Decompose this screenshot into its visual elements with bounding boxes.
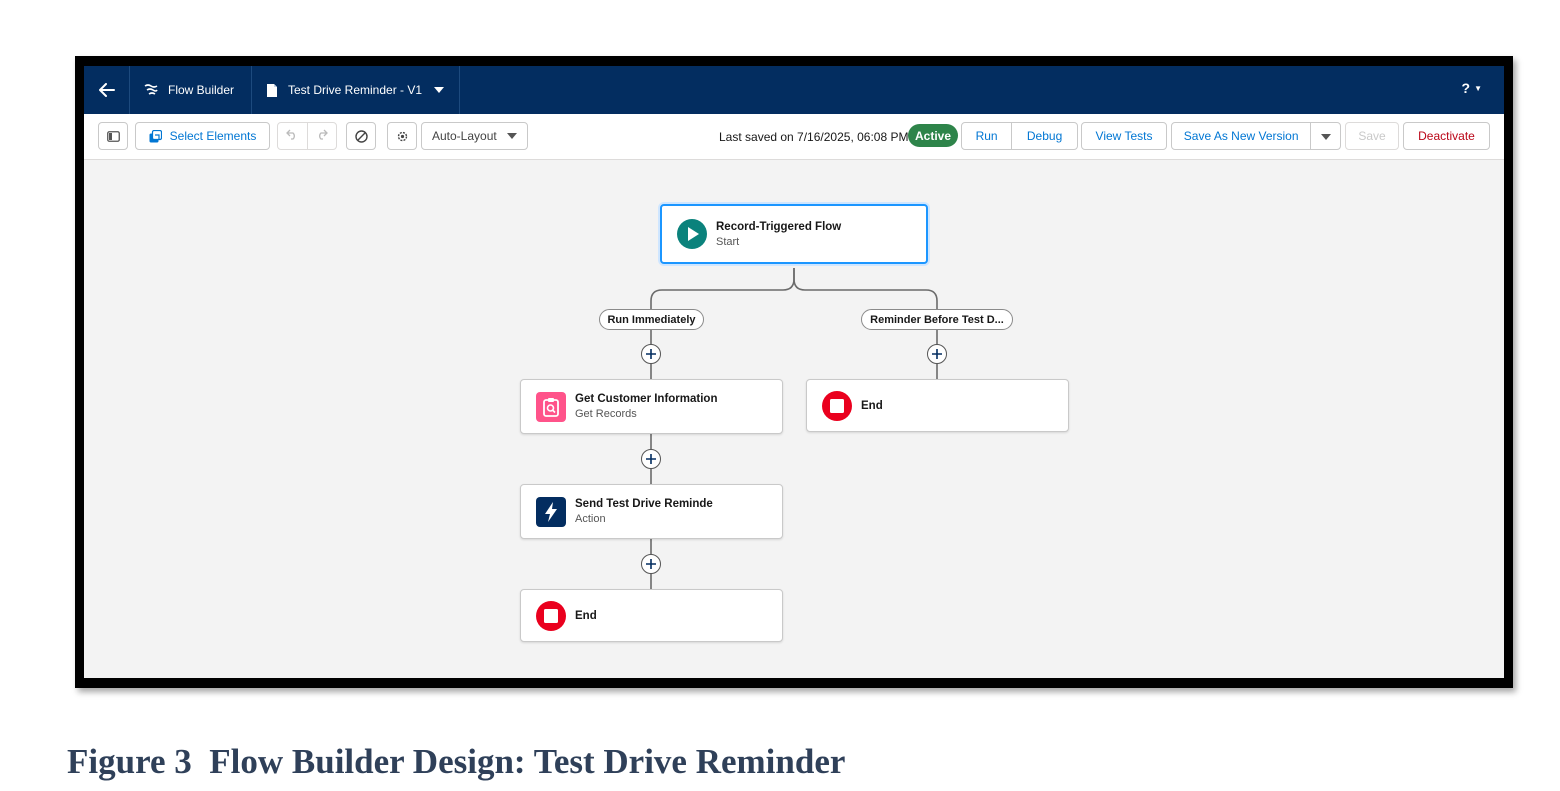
node-subtitle: Get Records: [575, 408, 637, 420]
node-title: Send Test Drive Reminde: [575, 498, 713, 510]
get-records-icon: [536, 391, 566, 422]
caret-down-icon: ▼: [1474, 83, 1482, 93]
flow-builder-app: Flow Builder Test Drive Reminder - V1 ? …: [84, 66, 1504, 678]
node-title: End: [575, 609, 597, 622]
redo-button[interactable]: [308, 123, 337, 149]
end-node[interactable]: End: [520, 589, 783, 642]
save-as-new-version-button[interactable]: Save As New Version: [1172, 123, 1312, 149]
undo-redo-group: [277, 122, 337, 150]
stop-icon: [822, 390, 852, 421]
add-element-button[interactable]: [641, 344, 661, 364]
screenshot-frame: Flow Builder Test Drive Reminder - V1 ? …: [75, 56, 1513, 688]
view-errors-button[interactable]: [346, 122, 376, 150]
toolbar: Select Elements: [84, 114, 1504, 160]
undo-icon: [286, 129, 296, 140]
gear-icon: [397, 131, 407, 141]
stop-icon: [536, 600, 566, 631]
save-as-group: Save As New Version: [1171, 122, 1341, 150]
plus-icon: [646, 454, 656, 464]
plus-icon: [646, 349, 656, 359]
flow-icon: [144, 84, 158, 95]
add-element-button[interactable]: [641, 449, 661, 469]
app-launcher-flow-builder[interactable]: Flow Builder: [130, 66, 252, 114]
back-button[interactable]: [84, 66, 130, 114]
layout-mode-select[interactable]: Auto-Layout: [421, 122, 528, 150]
layout-mode-value: Auto-Layout: [432, 129, 497, 143]
path-label-run-immediately[interactable]: Run Immediately: [599, 309, 704, 330]
add-element-button[interactable]: [641, 554, 661, 574]
path-label-reminder-before[interactable]: Reminder Before Test D...: [861, 309, 1013, 330]
document-icon: [267, 83, 277, 97]
chevron-down-icon: [1320, 134, 1331, 140]
run-button[interactable]: Run: [962, 123, 1013, 149]
chevron-down-icon: [507, 133, 517, 139]
add-element-button[interactable]: [927, 344, 947, 364]
redo-icon: [318, 129, 328, 140]
caret-down-icon: [434, 87, 445, 93]
plus-icon: [932, 349, 942, 359]
save-options-button[interactable]: [1311, 123, 1340, 149]
start-node[interactable]: Record-Triggered Flow Start: [660, 204, 928, 264]
toggle-panel-button[interactable]: [98, 122, 128, 150]
debug-button[interactable]: Debug: [1026, 129, 1063, 143]
ban-icon: [354, 129, 368, 143]
view-tests-button[interactable]: View Tests: [1081, 122, 1167, 150]
help-menu-button[interactable]: ? ▼: [1462, 80, 1482, 96]
node-subtitle: Action: [575, 513, 606, 525]
node-title: Get Customer Information: [575, 393, 718, 405]
last-saved-text: Last saved on 7/16/2025, 06:08 PM: [719, 130, 909, 144]
plus-icon: [646, 559, 656, 569]
panel-icon: [106, 130, 120, 142]
settings-button[interactable]: [387, 122, 417, 150]
undo-button[interactable]: [278, 123, 308, 149]
play-icon: [677, 219, 707, 249]
arrow-left-icon: [98, 83, 115, 97]
flow-version-selector[interactable]: Test Drive Reminder - V1: [252, 66, 460, 114]
help-icon: ?: [1461, 80, 1471, 96]
status-badge: Active: [908, 124, 959, 147]
select-elements-label: Select Elements: [169, 129, 257, 143]
select-elements-button[interactable]: Select Elements: [135, 122, 270, 150]
flow-canvas[interactable]: Record-Triggered Flow Start Run Immediat…: [84, 159, 1504, 678]
select-icon: [149, 129, 162, 142]
node-title: End: [861, 399, 883, 412]
deactivate-button[interactable]: Deactivate: [1403, 122, 1490, 150]
figure-caption: Figure 3 Flow Builder Design: Test Drive…: [67, 742, 846, 781]
action-node[interactable]: Send Test Drive Reminde Action: [520, 484, 783, 539]
start-node-title: Record-Triggered Flow: [716, 220, 842, 233]
get-records-node[interactable]: Get Customer Information Get Records: [520, 379, 783, 434]
lightning-icon: [536, 496, 566, 527]
flow-name: Test Drive Reminder - V1: [288, 83, 423, 97]
app-name: Flow Builder: [168, 83, 235, 97]
connector-lines: [650, 268, 938, 589]
save-button[interactable]: Save: [1345, 122, 1399, 150]
top-navigation-bar: Flow Builder Test Drive Reminder - V1 ? …: [84, 66, 1504, 114]
run-debug-group: Run Debug: [961, 122, 1078, 150]
end-node[interactable]: End: [806, 379, 1069, 432]
start-node-subtitle: Start: [716, 235, 740, 248]
